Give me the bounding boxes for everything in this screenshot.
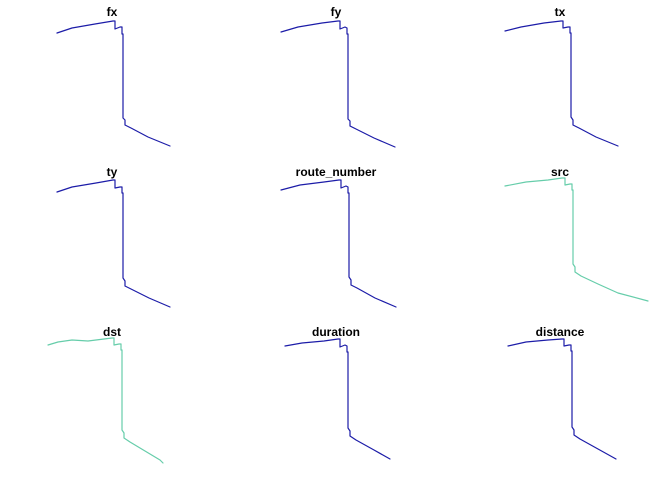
chart-title: tx bbox=[554, 5, 566, 19]
series-line bbox=[56, 179, 171, 308]
chart-title: distance bbox=[535, 325, 585, 339]
series-line bbox=[47, 337, 164, 464]
chart-panel-fy: fy bbox=[224, 0, 448, 160]
chart-title: dst bbox=[103, 325, 121, 339]
chart-panel-fx: fx bbox=[0, 0, 224, 160]
series-line bbox=[504, 177, 649, 302]
chart-panel-dst: dst bbox=[0, 320, 224, 480]
chart-title: fx bbox=[106, 5, 118, 19]
chart-title: src bbox=[550, 165, 570, 179]
line-chart bbox=[47, 337, 164, 464]
series-line bbox=[280, 179, 397, 308]
chart-panel-duration: duration bbox=[224, 320, 448, 480]
series-line bbox=[56, 20, 171, 147]
series-line bbox=[284, 338, 391, 460]
chart-title: duration bbox=[312, 325, 360, 339]
line-chart bbox=[284, 338, 391, 460]
line-chart bbox=[504, 177, 649, 302]
line-chart bbox=[507, 338, 617, 460]
line-chart bbox=[280, 20, 396, 148]
chart-panel-distance: distance bbox=[448, 320, 672, 480]
chart-title: fy bbox=[330, 5, 342, 19]
line-chart bbox=[280, 179, 397, 308]
line-chart bbox=[504, 20, 619, 147]
chart-panel-route_number: route_number bbox=[224, 160, 448, 320]
line-chart bbox=[56, 20, 171, 147]
chart-title: route_number bbox=[295, 165, 377, 179]
chart-panel-src: src bbox=[448, 160, 672, 320]
series-line bbox=[507, 338, 617, 460]
chart-title: ty bbox=[106, 165, 118, 179]
chart-panel-tx: tx bbox=[448, 0, 672, 160]
chart-panel-ty: ty bbox=[0, 160, 224, 320]
series-line bbox=[504, 20, 619, 147]
series-line bbox=[280, 20, 396, 148]
line-chart bbox=[56, 179, 171, 308]
